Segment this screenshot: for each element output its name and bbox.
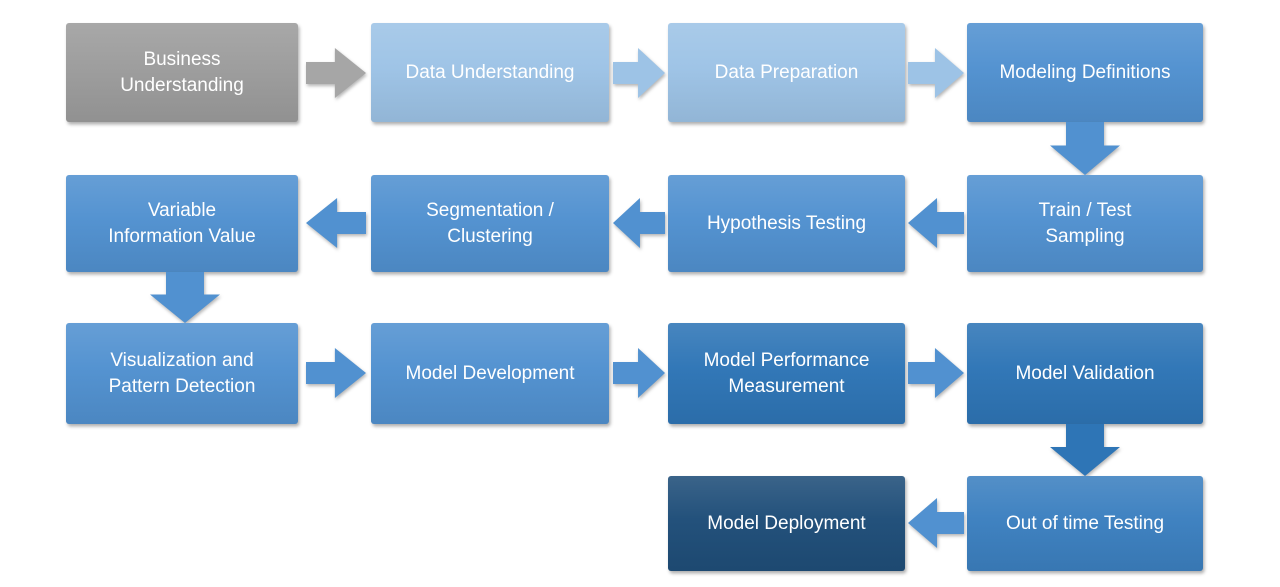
arrow-right-icon	[908, 348, 964, 398]
step-model-development: Model Development	[371, 323, 609, 424]
connector-variable-iv-to-visualization	[150, 272, 220, 323]
step-label: Hypothesis Testing	[706, 212, 867, 234]
step-model-performance-measurement: Model Performance Measurement	[668, 323, 905, 424]
arrow-down-icon	[1050, 122, 1120, 175]
connector-train-test-to-hypothesis	[908, 193, 964, 253]
step-label: Business Understanding	[120, 49, 244, 96]
arrow-left-icon	[306, 198, 366, 248]
arrow-right-icon	[613, 348, 665, 398]
connector-data-preparation-to-modeling-definitions	[908, 43, 964, 103]
step-modeling-definitions: Modeling Definitions	[967, 23, 1203, 122]
step-label: Data Understanding	[405, 61, 575, 83]
step-train-test-sampling: Train / Test Sampling	[967, 175, 1203, 272]
step-label: Model Development	[405, 362, 575, 384]
connector-hypothesis-to-segmentation	[613, 193, 665, 253]
arrow-right-icon	[306, 48, 366, 98]
step-segmentation-clustering: Segmentation / Clustering	[371, 175, 609, 272]
step-hypothesis-testing: Hypothesis Testing	[668, 175, 905, 272]
connector-business-to-data-understanding	[306, 43, 366, 103]
step-label: Data Preparation	[714, 61, 859, 83]
step-label: Model Validation	[1015, 362, 1155, 384]
arrow-left-icon	[613, 198, 665, 248]
arrow-down-icon	[1050, 424, 1120, 476]
step-visualization-pattern-detection: Visualization and Pattern Detection	[66, 323, 298, 424]
step-data-understanding: Data Understanding	[371, 23, 609, 122]
step-label: Modeling Definitions	[999, 61, 1171, 83]
arrow-down-icon	[150, 272, 220, 323]
step-business-understanding: Business Understanding	[66, 23, 298, 122]
connector-visualization-to-model-development	[306, 343, 366, 403]
arrow-right-icon	[306, 348, 366, 398]
step-model-deployment: Model Deployment	[668, 476, 905, 571]
connector-model-development-to-performance	[613, 343, 665, 403]
step-label: Out of time Testing	[1005, 512, 1165, 534]
step-data-preparation: Data Preparation	[668, 23, 905, 122]
step-label: Model Deployment	[707, 512, 866, 534]
arrow-right-icon	[908, 48, 964, 98]
arrow-right-icon	[613, 48, 665, 98]
connector-validation-to-out-of-time	[1050, 424, 1120, 476]
connector-performance-to-validation	[908, 343, 964, 403]
step-label: Train / Test Sampling	[1038, 200, 1132, 247]
step-label: Visualization and Pattern Detection	[108, 350, 256, 397]
arrow-left-icon	[908, 498, 964, 548]
arrow-left-icon	[908, 198, 964, 248]
step-variable-information-value: Variable Information Value	[66, 175, 298, 272]
connector-out-of-time-to-deployment	[908, 493, 964, 553]
step-label: Model Performance Measurement	[703, 350, 870, 397]
step-model-validation: Model Validation	[967, 323, 1203, 424]
connector-segmentation-to-variable-iv	[306, 193, 366, 253]
connector-data-understanding-to-data-preparation	[613, 43, 665, 103]
step-label: Segmentation / Clustering	[426, 200, 554, 247]
connector-modeling-definitions-to-train-test	[1050, 122, 1120, 175]
step-out-of-time-testing: Out of time Testing	[967, 476, 1203, 571]
step-label: Variable Information Value	[108, 200, 256, 247]
